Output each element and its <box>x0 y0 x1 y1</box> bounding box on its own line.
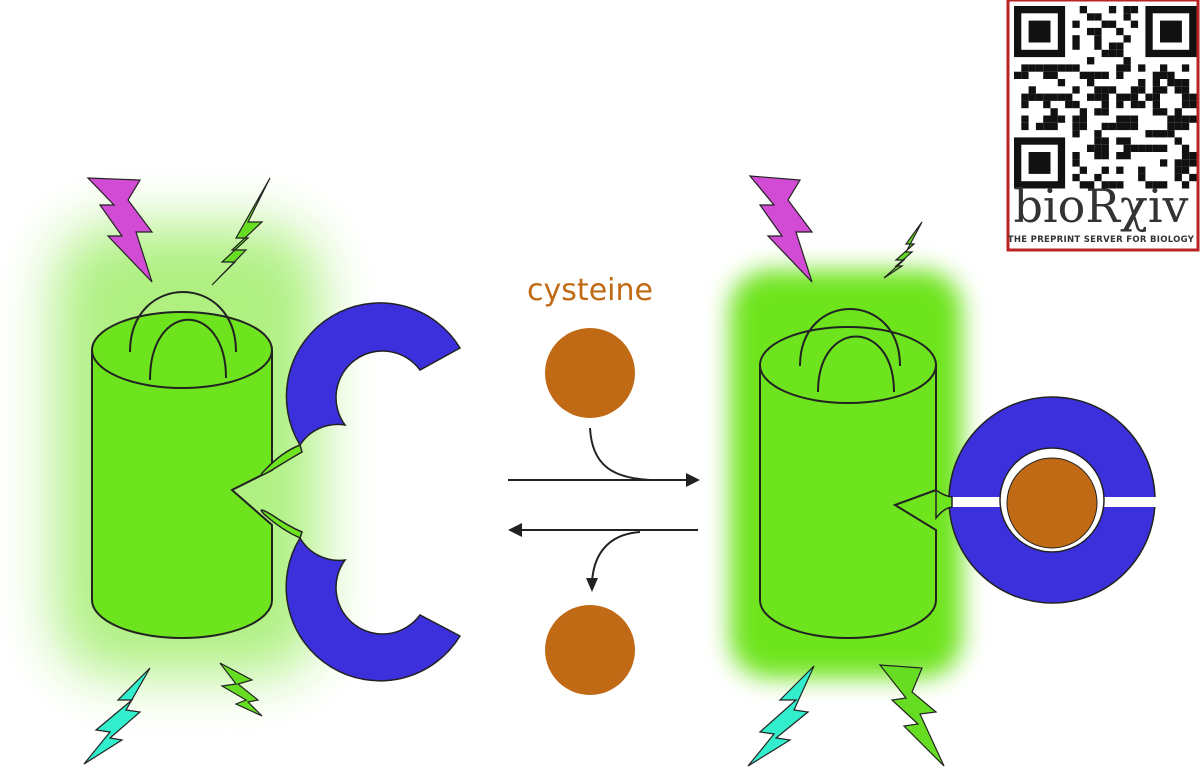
right-excitation-bolt-icon <box>748 175 814 283</box>
left-lower-excitation-bolt-icon <box>83 667 151 765</box>
right-emission-bolt-icon <box>883 221 923 279</box>
biorxiv-badge[interactable]: bioRχiv THE PREPRINT SERVER FOR BIOLOGY <box>1006 0 1200 252</box>
right-bound-ligand <box>1006 457 1098 549</box>
left-binder-bottom <box>260 509 462 682</box>
reaction-center: cysteine <box>508 273 700 695</box>
left-unbound-state <box>55 177 462 765</box>
ligand-bottom <box>545 605 635 695</box>
right-linker <box>935 488 953 521</box>
forward-arrow <box>508 427 690 481</box>
left-emission-bolt-icon <box>211 177 271 286</box>
right-bound-state <box>730 175 1160 767</box>
badge-logo: bioRχiv <box>1013 179 1188 233</box>
right-protein-barrel <box>759 308 937 639</box>
left-excitation-bolt-icon <box>86 177 154 283</box>
right-lower-excitation-bolt-icon <box>747 665 815 767</box>
left-binder-top <box>260 302 462 476</box>
ligand-label: cysteine <box>527 273 653 308</box>
reverse-arrowhead-icon <box>508 523 522 537</box>
ligand-top <box>545 328 635 418</box>
forward-arrowhead-icon <box>686 473 700 487</box>
left-protein-barrel <box>91 291 273 639</box>
right-lower-emission-bolt-icon <box>878 664 945 767</box>
left-lower-emission-bolt-icon <box>219 662 263 717</box>
reverse-arrow <box>518 529 698 583</box>
qr-code-icon <box>1014 6 1197 189</box>
badge-tagline: THE PREPRINT SERVER FOR BIOLOGY <box>1008 235 1195 245</box>
reverse-curve-arrowhead-icon <box>586 578 598 592</box>
